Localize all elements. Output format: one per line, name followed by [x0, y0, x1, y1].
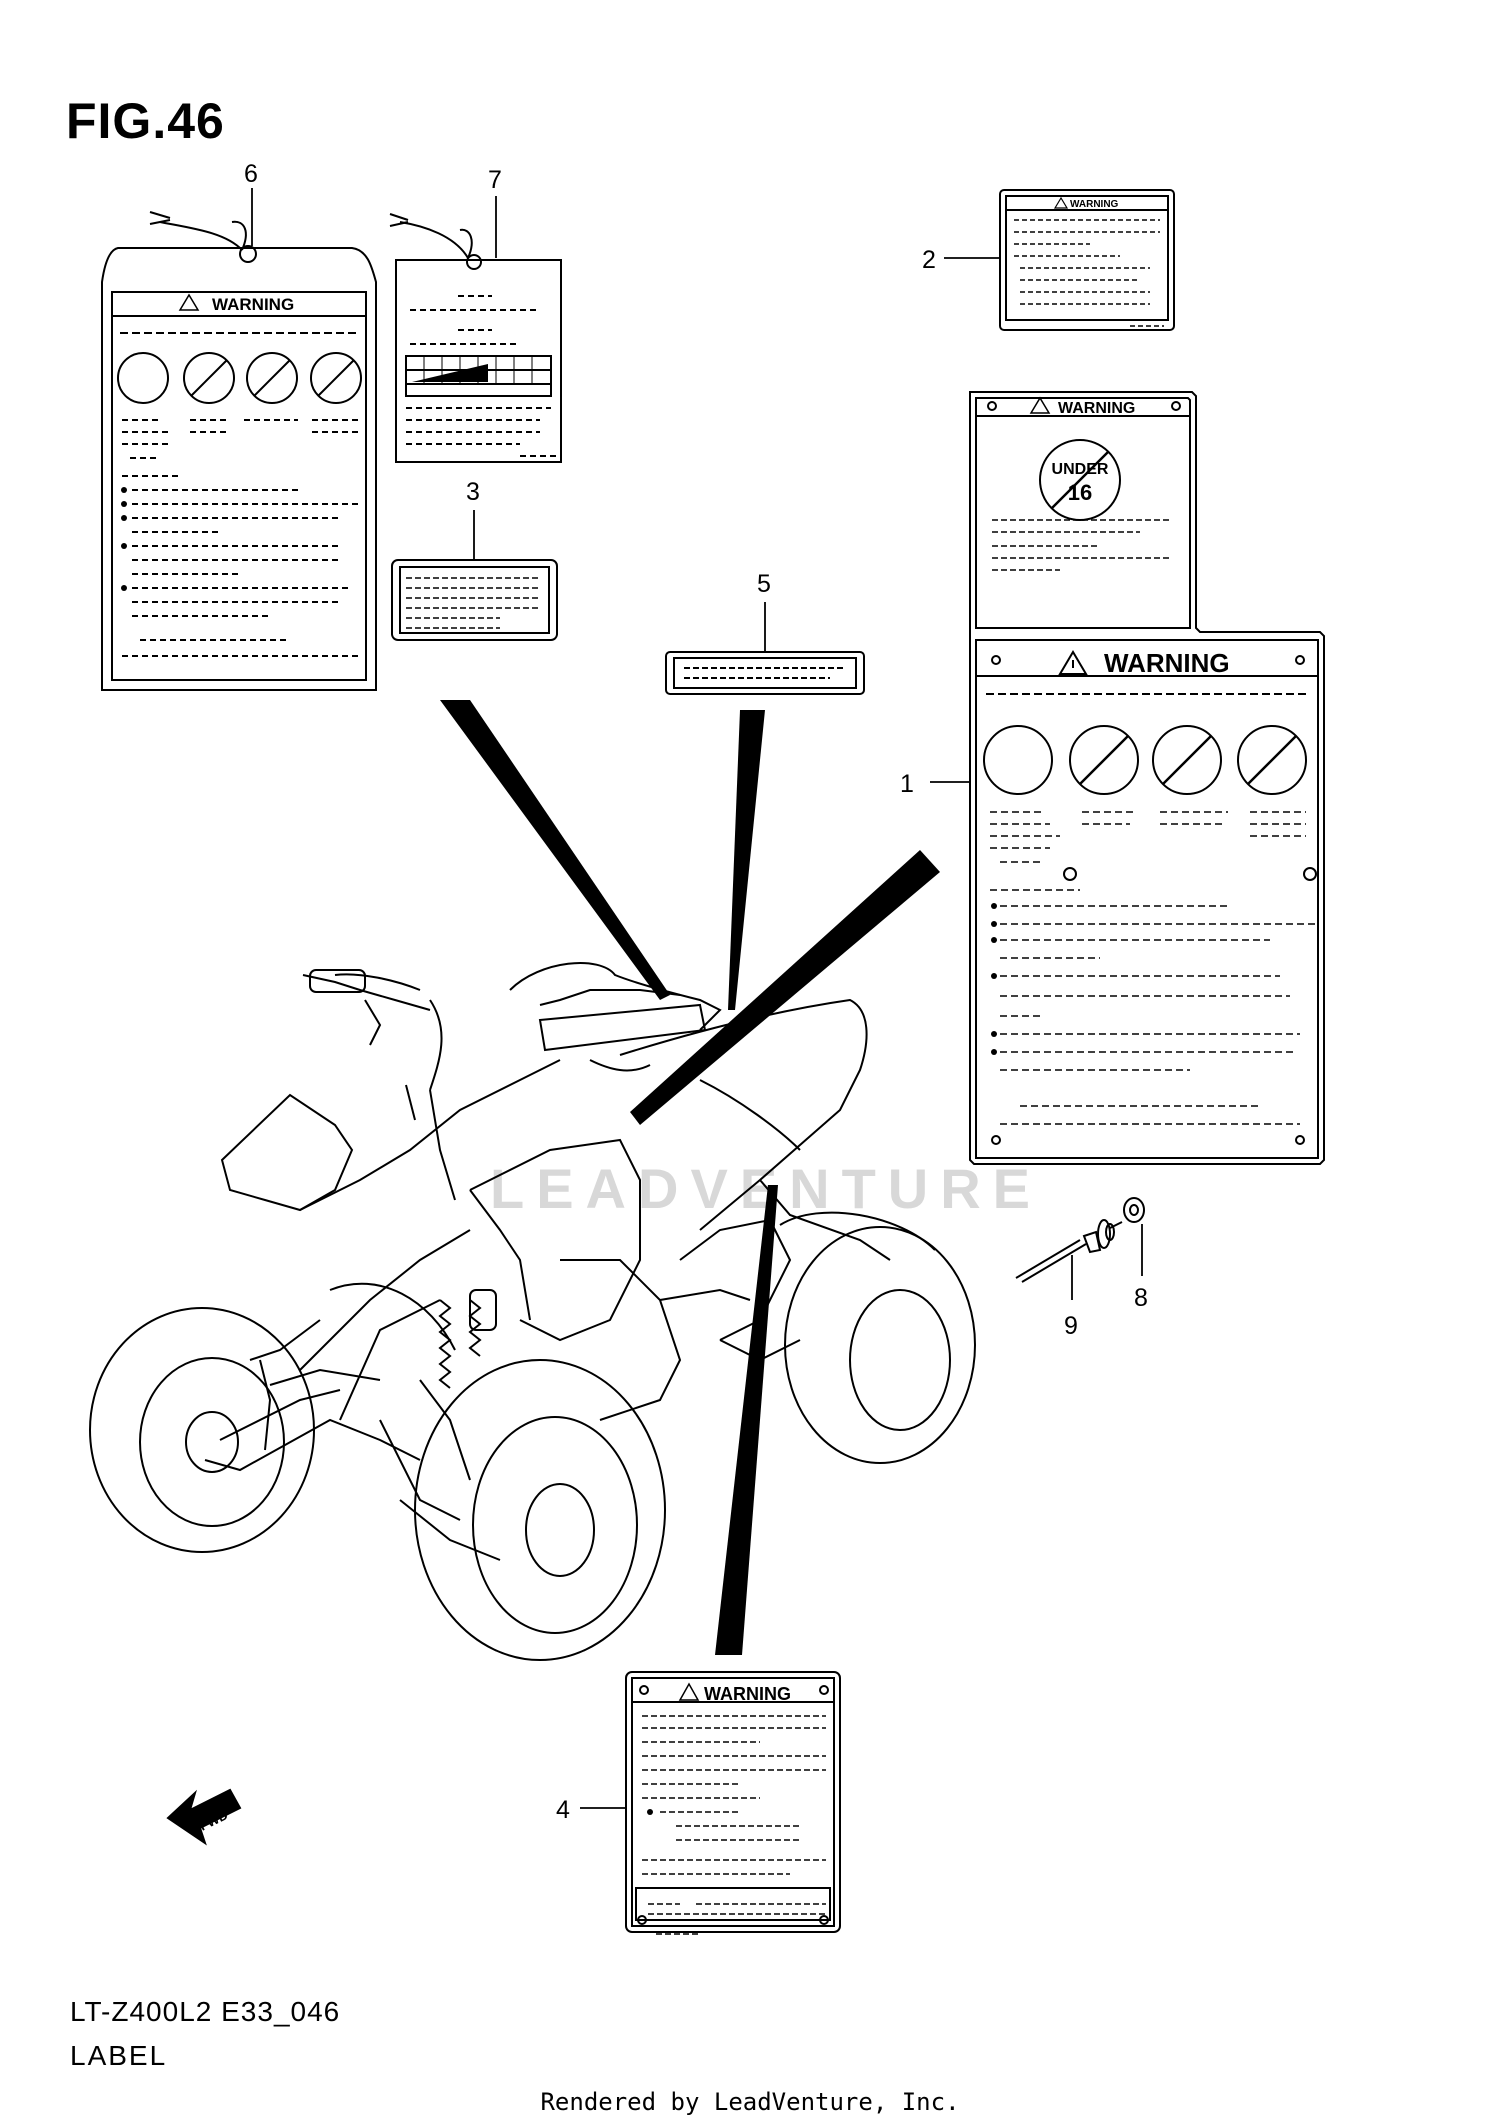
label-3	[391, 559, 558, 641]
fwd-arrow: FWD	[166, 1788, 242, 1846]
label-1-top-warning-text: WARNING	[1058, 400, 1135, 417]
label-2-warning-text: WARNING	[1070, 199, 1119, 210]
part-8-washer	[1123, 1197, 1145, 1223]
label-1-under-text: UNDER	[1052, 461, 1109, 478]
callout-5: 5	[757, 570, 771, 598]
pointer-wedges	[440, 700, 940, 1655]
label-5	[665, 651, 865, 695]
label-6-hang-tag	[101, 211, 377, 691]
label-4	[625, 1671, 841, 1935]
label-1	[969, 391, 1325, 1165]
callout-leaders	[251, 188, 1143, 1809]
callout-7: 7	[488, 166, 502, 194]
label-4-warning-text: WARNING	[704, 1684, 791, 1704]
footer-credit: Rendered by LeadVenture, Inc.	[540, 2088, 960, 2116]
callout-9: 9	[1064, 1312, 1078, 1340]
watermark-text: LEADVENTURE	[490, 1157, 1042, 1220]
callout-2: 2	[922, 246, 936, 274]
callout-4: 4	[556, 1796, 570, 1824]
label-2	[999, 189, 1175, 331]
figure-title: FIG.46	[66, 93, 225, 149]
label-7-hang-tag	[389, 213, 562, 463]
callout-8: 8	[1134, 1284, 1148, 1312]
label-1-age-text: 16	[1068, 480, 1092, 505]
model-code: LT-Z400L2 E33_046	[70, 1996, 341, 2027]
callout-6: 6	[244, 160, 258, 188]
callout-3: 3	[466, 478, 480, 506]
atv-illustration	[89, 962, 976, 1661]
part-9-rivet	[1015, 1219, 1123, 1283]
label-1-warning-text: WARNING	[1104, 648, 1230, 678]
figure-name: LABEL	[70, 2040, 168, 2071]
label-6-warning-text: WARNING	[212, 295, 294, 314]
callout-1: 1	[900, 770, 914, 798]
